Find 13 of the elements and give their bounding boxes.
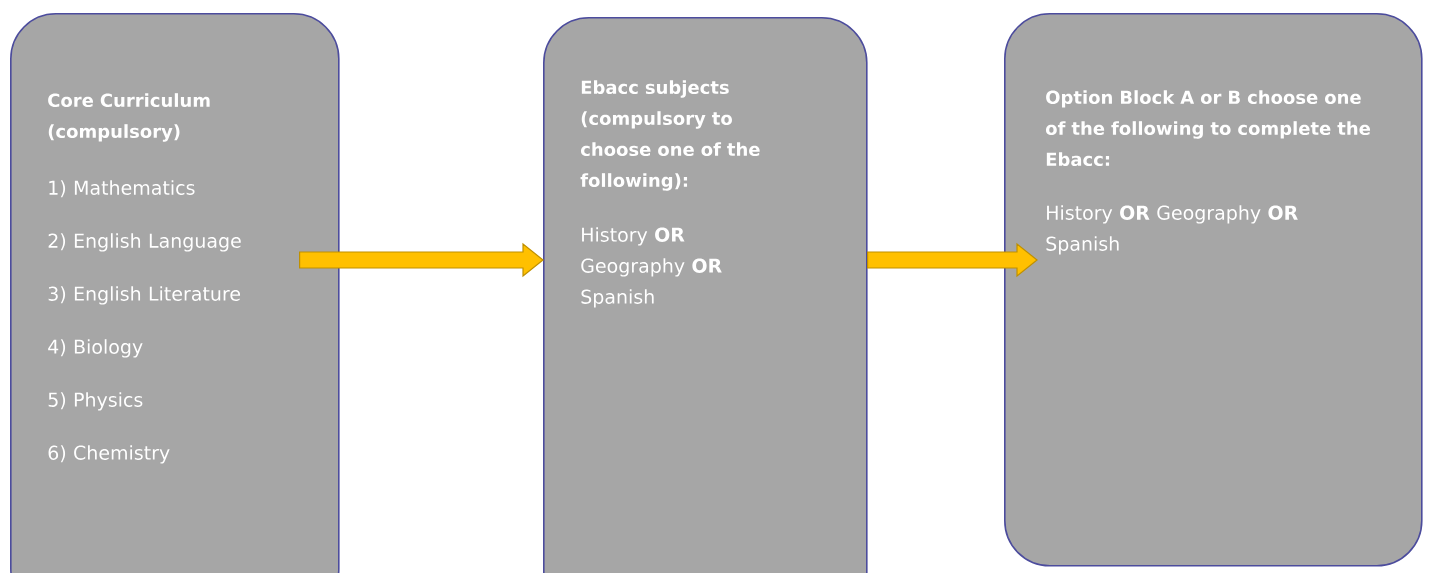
- body-text: 3) English Literature: [48, 286, 241, 305]
- body-text: History OR Geography OR Spanish: [581, 227, 722, 308]
- body-text: 6) Chemistry: [48, 445, 170, 464]
- body-text: 1) Mathematics: [49, 180, 195, 198]
- block-arrow: [867, 242, 1038, 278]
- body-text: History OR Geography OR Spanish: [1046, 205, 1298, 255]
- block-arrow: [299, 242, 544, 278]
- heading: Option Block A or B choose one of the following to complete the Ebacc:: [1045, 90, 1370, 167]
- body-text: 5) Physics: [48, 392, 143, 411]
- heading: Core Curriculum (compulsory): [48, 93, 210, 142]
- body-text: 2) English Language: [48, 233, 241, 252]
- heading: Ebacc subjects (compulsory to choose one of the following):: [580, 80, 760, 191]
- body-text: 4) Biology: [48, 339, 143, 358]
